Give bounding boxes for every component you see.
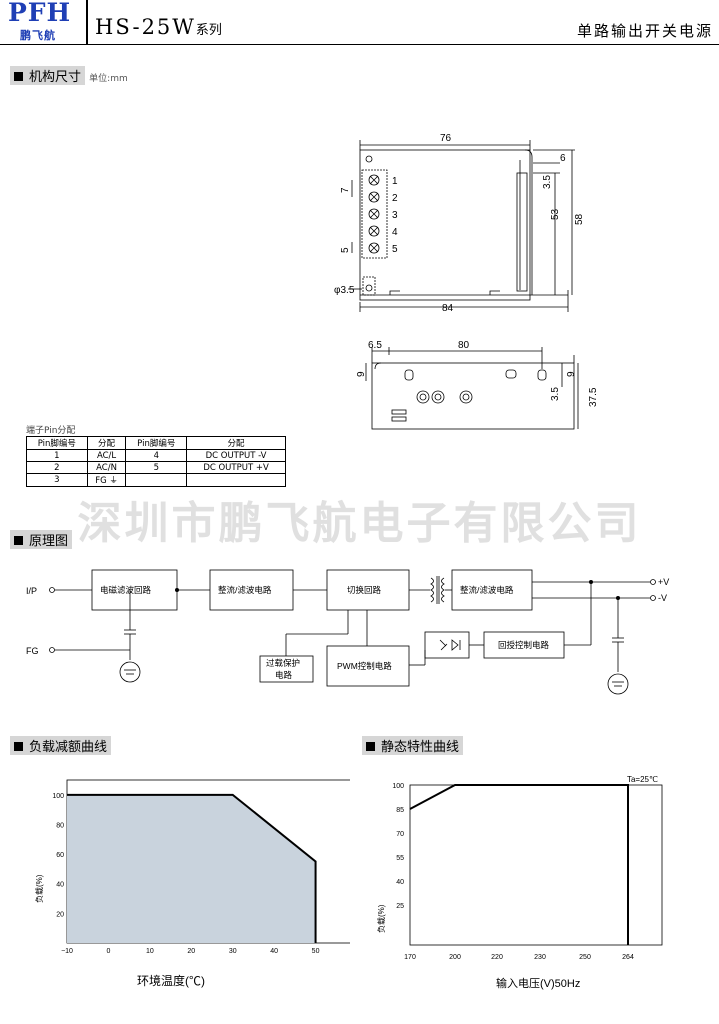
dim-9-right: 9 — [566, 371, 577, 377]
dim-37-5: 37.5 — [588, 387, 599, 407]
brand-logo: PFH — [8, 0, 72, 27]
header-divider — [86, 0, 88, 44]
terminal-3: 3 — [392, 210, 398, 221]
derating-ylabel: 负载(%) — [34, 874, 44, 903]
vplus-label: +V — [658, 577, 669, 587]
dim-84: 84 — [442, 303, 454, 314]
side-view-outline — [371, 362, 575, 430]
brand-name: 鹏飞航 — [20, 29, 56, 42]
static-ytick: 70 — [396, 831, 404, 838]
dim-9-left: 9 — [356, 371, 367, 377]
static-ylabel: 负载(%) — [376, 904, 386, 933]
static-annotation: Ta=25℃ — [627, 775, 658, 784]
top-view-outline — [359, 149, 531, 301]
pin-table: Pin脚编号 分配 Pin脚编号 分配 1 AC/L 4 DC OUTPUT -… — [26, 436, 286, 487]
terminal-1: 1 — [392, 176, 398, 187]
ovp-block-line1: 过载保护 — [266, 658, 300, 668]
static-xtick: 170 — [404, 954, 416, 961]
derating-xtick: 30 — [229, 948, 237, 955]
derating-chart: −100102030405060(水平放置)20406080100环境温度(℃)… — [34, 779, 350, 988]
static-xtick: 250 — [579, 954, 591, 961]
fg-label: FG — [26, 646, 39, 656]
dim-76: 76 — [440, 133, 452, 144]
static-xtick: 220 — [491, 954, 503, 961]
derating-section-title: 负载减额曲线 — [10, 736, 112, 755]
rect2-block: 整流/滤波电路 — [460, 585, 514, 595]
emi-block: 电磁滤波回路 — [100, 585, 152, 595]
static-chart: 170 200 220 230 250 264 25 40 55 70 85 100 Ta=25℃ 输入电… — [376, 775, 663, 990]
dim-3-5-side: 3.5 — [550, 387, 561, 401]
pin-table-caption: 端子Pin分配 — [26, 426, 76, 436]
derating-xtick: 40 — [270, 948, 278, 955]
mech-section-title: 机构尺寸 单位:mm — [10, 66, 128, 85]
derating-ytick: 20 — [56, 911, 64, 918]
derating-ytick: 60 — [56, 852, 64, 859]
terminal-screws — [368, 174, 380, 254]
derating-xtick: 10 — [146, 948, 154, 955]
feedback-block: 回授控制电路 — [498, 640, 550, 650]
static-ytick: 25 — [396, 903, 404, 910]
vminus-label: -V — [658, 593, 667, 603]
static-ytick: 100 — [392, 783, 404, 790]
dim-hole: φ3.5 — [334, 285, 355, 296]
block-section-title: 原理图 — [10, 530, 73, 549]
dim-6-5: 6.5 — [368, 340, 382, 351]
static-xtick: 264 — [622, 954, 634, 961]
derating-area — [67, 794, 316, 943]
static-curve — [409, 784, 629, 945]
derating-xlabel: 环境温度(℃) — [137, 973, 205, 988]
dim-7: 7 — [340, 187, 351, 193]
derating-curve — [67, 793, 317, 943]
derating-ytick: 80 — [56, 822, 64, 829]
terminal-4: 4 — [392, 227, 398, 238]
unit-label: 单位:mm — [89, 74, 128, 84]
dim-53: 53 — [550, 208, 561, 220]
static-xtick: 200 — [449, 954, 461, 961]
derating-xtick: 0 — [106, 948, 110, 955]
product-title: 单路输出开关电源 — [576, 22, 713, 40]
static-section-title: 静态特性曲线 — [362, 736, 464, 755]
dim-3-5-top: 3.5 — [542, 175, 553, 189]
terminal-2: 2 — [392, 193, 398, 204]
pwm-block: PWM控制电路 — [337, 661, 392, 671]
static-ytick: 55 — [396, 855, 404, 862]
ip-label: I/P — [26, 586, 37, 596]
switch-block: 切换回路 — [347, 585, 382, 595]
mechanical-drawing: 76 6 3.5 53 58 7 5 φ3.5 84 1 2 3 4 5 6.5… — [334, 133, 599, 430]
rect1-block: 整流/滤波电路 — [218, 585, 272, 595]
derating-xtick: 20 — [187, 948, 195, 955]
header-rule — [0, 44, 719, 45]
static-xlabel: 输入电压(V)50Hz — [496, 976, 580, 990]
dim-6: 6 — [560, 153, 566, 164]
dim-5: 5 — [340, 247, 351, 253]
ovp-block-line2: 电路 — [275, 670, 293, 680]
table-row: Pin脚编号 分配 Pin脚编号 分配 — [26, 436, 286, 450]
static-xtick: 230 — [534, 954, 546, 961]
derating-ytick: 40 — [56, 882, 64, 889]
table-row: 3 FG ⏚ — [26, 473, 286, 487]
static-plot-frame — [409, 784, 663, 946]
dim-58: 58 — [574, 213, 585, 225]
table-row: 2 AC/N 5 DC OUTPUT +V — [26, 461, 286, 474]
derating-xtick: −10 — [61, 948, 73, 955]
block-diagram: I/P FG 电磁滤波回路 整流/滤波电路 切换回路 整流/滤波电路 +V -V… — [26, 569, 669, 695]
series-title: HS-25W系列 — [95, 15, 222, 39]
terminal-5: 5 — [392, 244, 398, 255]
dim-80: 80 — [458, 340, 470, 351]
table-row: 1 AC/L 4 DC OUTPUT -V — [26, 449, 286, 462]
derating-xtick: 50 — [312, 948, 320, 955]
company-watermark: 深圳市鹏飞航电子有限公司 — [77, 498, 642, 549]
static-ytick: 40 — [396, 879, 404, 886]
derating-ytick: 100 — [52, 793, 64, 800]
static-ytick: 85 — [396, 807, 404, 814]
